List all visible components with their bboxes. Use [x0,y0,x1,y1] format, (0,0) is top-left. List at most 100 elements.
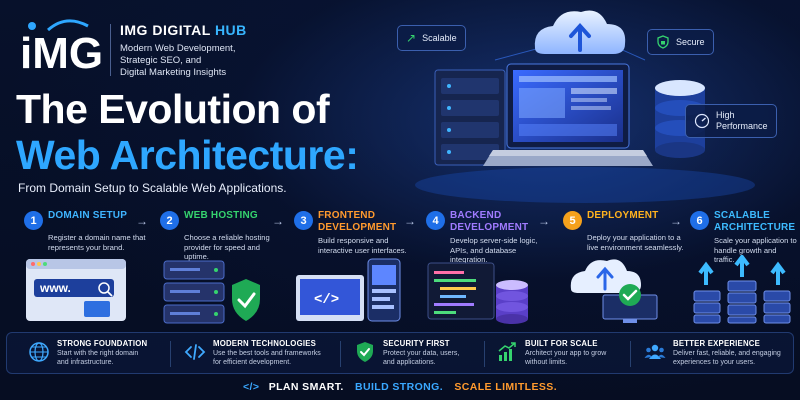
feature-modern-technologies: MODERN TECHNOLOGIES Use the best tools a… [184,338,334,370]
step-description: Choose a reliable hosting provider for s… [184,233,270,261]
code-icon [184,344,206,360]
feature-built-for-scale: BUILT FOR SCALE Architect your app to gr… [496,338,626,370]
badge-label-line: High [716,110,735,120]
arrow-right-icon: → [538,214,550,228]
brand-tagline-line: Strategic SEO, and [120,55,202,66]
main-subtitle: From Domain Setup to Scalable Web Applic… [18,181,287,195]
badge-secure: Secure [647,29,714,55]
laptop-icon [483,63,653,166]
deployment-cloud-icon [570,259,658,323]
cloud-upload-icon [534,10,626,54]
arrow-right-icon: → [670,214,682,228]
step-number: 1 [24,211,43,230]
footer-tagline: </> PLAN SMART. BUILD STRONG. SCALE LIMI… [0,381,800,393]
step-domain-setup: 1 DOMAIN SETUP Register a domain name th… [24,210,149,252]
feature-description-line: and applications. [383,358,436,366]
feature-description-line: Use the best tools and frameworks [213,350,321,357]
scaling-servers-icon [693,255,791,324]
feature-better-experience: BETTER EXPERIENCE Deliver fast, reliable… [644,338,792,370]
step-number: 3 [294,211,313,230]
badge-label-line: Performance [716,121,768,131]
feature-divider [630,341,631,367]
shield-check-icon [357,342,373,362]
feature-description: Architect your app to grow without limit… [525,350,606,367]
lock-shield-icon [657,35,669,49]
tagline-part2: BUILD STRONG. [355,381,444,393]
badge-high-performance-label: High Performance [716,110,768,132]
feature-divider [340,341,341,367]
step-title-line: ARCHITECTURE [714,221,796,233]
feature-security-first: SECURITY FIRST Protect your data, users,… [354,338,484,370]
hosting-server-icon [163,260,260,324]
badge-scalable-label: Scalable [422,33,457,43]
step-deployment: 5 DEPLOYMENT Deploy your application to … [563,210,688,252]
step-description: Build responsive and interactive user in… [318,236,407,255]
step-title: DEPLOYMENT [587,210,658,222]
users-icon [644,344,666,359]
step-title: WEB HOSTING [184,210,258,222]
feature-description-line: Architect your app to grow [525,350,607,357]
globe-icon [29,342,49,362]
domain-art-text: www. [39,281,71,295]
hero-scene [415,10,755,203]
server-rack-icon [434,69,506,166]
feature-description: Start with the right domain and infrastr… [57,350,147,367]
feature-description-line: Deliver fast, reliable, and engaging [673,350,781,357]
database-icon [655,80,705,158]
step-title-line: DOMAIN SETUP [48,210,128,221]
step-title-line: SCALABLE [714,210,771,221]
step-title-line: BACKEND [450,210,502,221]
feature-description-line: for efficient development. [213,358,292,366]
tagline-part3: SCALE LIMITLESS. [454,381,558,393]
step-description: Develop server-side logic, APIs, and dat… [450,236,538,264]
feature-description-line: Protect your data, users, [383,350,460,357]
badge-secure-label: Secure [676,37,705,47]
brand-name-part1: IMG DIGITAL [120,22,211,38]
feature-title: BUILT FOR SCALE [525,339,598,348]
brand-tagline: Modern Web Development, Strategic SEO, a… [120,43,247,79]
step-title-line: FRONTEND [318,210,376,221]
step-description: Deploy your application to a live enviro… [587,233,684,252]
brand-block: IMG DIGITAL HUB Modern Web Development, … [120,22,247,79]
backend-terminal-database-icon [427,262,528,324]
feature-description-line: Start with the right domain [57,350,139,357]
feature-description-line: and infrastructure. [57,358,114,366]
step-description: Scale your application to handle growth … [714,236,797,264]
brand-tagline-line: Modern Web Development, [120,43,236,54]
step-description: Register a domain name that represents y… [48,233,146,252]
img-logo: iMG [20,19,103,78]
step-number: 4 [426,211,445,230]
main-title-line2: Web Architecture: [16,132,359,178]
step-frontend-development: 3 FRONTEND DEVELOPMENT Build responsive … [294,210,419,255]
logo-text: iMG [20,29,103,78]
step-title-line: DEVELOPMENT [450,221,529,233]
step-title: BACKEND DEVELOPMENT [450,210,528,233]
step-backend-development: 4 BACKEND DEVELOPMENT Develop server-sid… [426,210,551,265]
step-title: FRONTEND DEVELOPMENT [318,210,396,233]
feature-description-line: experiences to your users. [673,358,756,366]
arrow-right-icon: → [404,214,416,228]
brand-name-part2: HUB [214,22,247,38]
step-title-line: DEVELOPMENT [318,221,397,233]
feature-divider [170,341,171,367]
arrow-right-icon: → [272,214,284,228]
step-number: 2 [160,211,179,230]
feature-title: SECURITY FIRST [383,339,450,348]
feature-description: Deliver fast, reliable, and engaging exp… [673,350,781,367]
feature-description-line: without limits. [525,358,568,366]
growth-chart-icon [498,342,516,361]
growth-chart-icon: ↗ [406,31,417,45]
feature-divider [484,341,485,367]
domain-browser-icon: www. [26,259,126,321]
step-web-hosting: 2 WEB HOSTING Choose a reliable hosting … [160,210,285,262]
badge-scalable: ↗ Scalable [397,25,466,51]
step-title-line: DEPLOYMENT [587,210,659,221]
feature-description: Protect your data, users, and applicatio… [383,350,459,367]
step-number: 5 [563,211,582,230]
step-title: DOMAIN SETUP [48,210,127,222]
badge-high-performance: High Performance [685,104,777,138]
hero-illustration: ↗ Scalable Secure High Performance [385,0,800,205]
brand-tagline-line: Digital Marketing Insights [120,67,227,78]
step-title-line: WEB HOSTING [184,210,258,221]
features-bar [6,332,794,374]
